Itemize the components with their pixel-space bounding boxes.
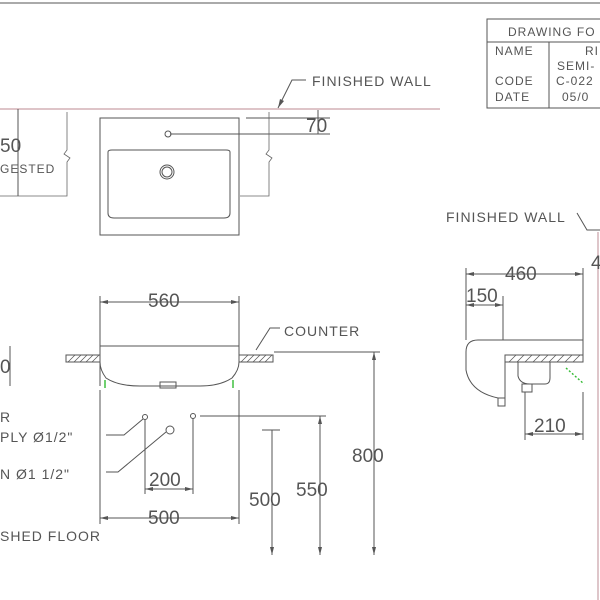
finished-floor-label: SHED FLOOR [0, 528, 101, 544]
finished-wall-label-side: FINISHED WALL [446, 209, 566, 225]
basin-plan-bowl [107, 149, 231, 219]
front-elevation: 560 COUNTER 0 R PL [0, 291, 384, 555]
title-name-label: NAME [495, 44, 534, 58]
title-code-value: C-022 [556, 74, 594, 88]
title-date-label: DATE [495, 90, 530, 104]
finished-wall-leader [277, 79, 306, 109]
title-code-label: CODE [495, 74, 534, 88]
supply-label-1: R [0, 409, 11, 425]
dim-560: 560 [148, 291, 180, 312]
title-block: DRAWING FO NAME RI SEMI- CODE C-022 DATE… [486, 18, 600, 109]
basin-front [99, 345, 240, 387]
dim-210: 210 [534, 416, 566, 437]
dim-top-left: 50 [0, 136, 21, 157]
plan-view: FINISHED WALL 70 50 GESTED [0, 73, 440, 236]
counter-label: COUNTER [284, 323, 360, 339]
suggested-label: GESTED [0, 162, 55, 176]
drain-label: N Ø1 1/2" [0, 466, 70, 482]
basin-side [465, 339, 584, 399]
title-name-value-2: SEMI- [557, 59, 595, 73]
dim-left-0: 0 [0, 357, 11, 378]
supply-label-2: PLY Ø1/2" [0, 429, 73, 445]
dim-800: 800 [352, 446, 384, 467]
dim-70: 70 [306, 116, 327, 137]
dim-500-horizontal: 500 [148, 508, 180, 529]
title-heading: DRAWING FO [508, 25, 596, 39]
finished-wall-label-top: FINISHED WALL [312, 73, 432, 89]
dim-side-4: 4 [591, 253, 600, 274]
side-elevation: FINISHED WALL 460 4 150 [446, 209, 600, 600]
title-name-value: RI [585, 44, 599, 58]
title-date-value: 05/0 [562, 90, 589, 104]
dim-200: 200 [149, 470, 181, 491]
basin-plan-outer [99, 117, 240, 236]
drain-outer [159, 164, 175, 180]
dim-150: 150 [466, 286, 498, 307]
drain-inner [161, 166, 173, 178]
dim-460: 460 [505, 264, 537, 285]
dim-550: 550 [296, 480, 328, 501]
dim-500-vertical: 500 [249, 490, 281, 511]
